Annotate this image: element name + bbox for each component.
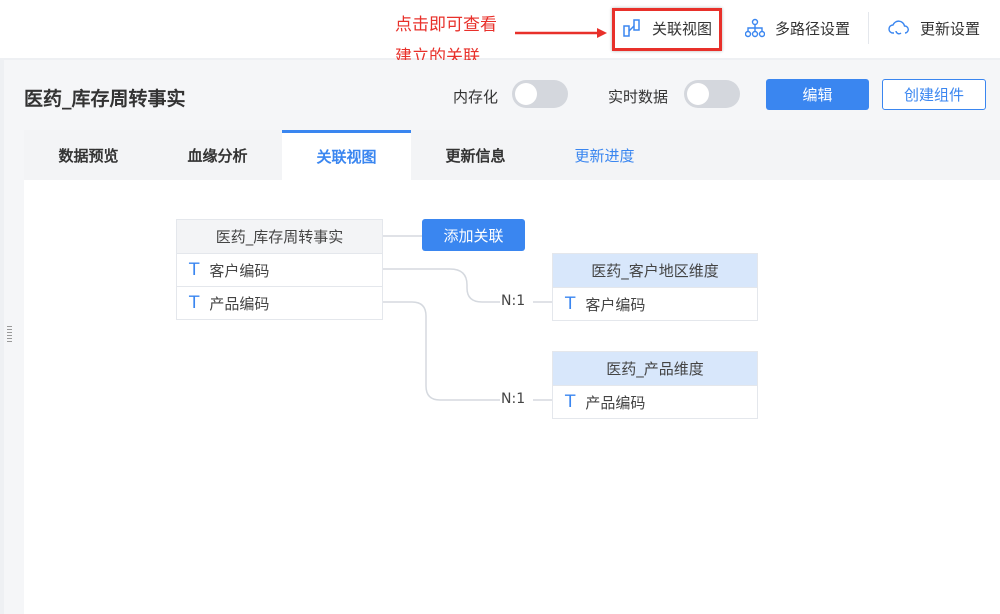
top-toolbar: 点击即可查看 建立的关联 关联视图 多路径设置 更新设置 bbox=[0, 0, 1000, 67]
page-title: 医药_库存周转事实 bbox=[24, 88, 186, 110]
text-type-icon: T bbox=[189, 293, 200, 313]
field-row[interactable]: T 产品编码 bbox=[177, 286, 382, 319]
field-row[interactable]: T 产品编码 bbox=[553, 385, 757, 418]
cloud-refresh-icon bbox=[888, 20, 909, 35]
text-type-icon: T bbox=[565, 392, 576, 412]
cardinality-label: N:1 bbox=[501, 293, 526, 309]
tab-update-info[interactable]: 更新信息 bbox=[445, 146, 506, 165]
field-name: 客户编码 bbox=[585, 295, 646, 314]
tab-data-preview[interactable]: 数据预览 bbox=[58, 146, 119, 165]
tab-update-progress[interactable]: 更新进度 bbox=[574, 146, 635, 165]
annotation-text-1: 点击即可查看 bbox=[395, 15, 497, 35]
text-type-icon: T bbox=[565, 294, 576, 314]
tab-bar: 数据预览 血缘分析 关联视图 更新信息 更新进度 bbox=[24, 130, 1000, 180]
realtime-toggle[interactable] bbox=[684, 80, 740, 108]
related-table-name: 医药_客户地区维度 bbox=[553, 254, 757, 287]
relation-view-label: 关联视图 bbox=[652, 19, 713, 38]
related-table-node[interactable]: 医药_客户地区维度 T 客户编码 bbox=[552, 253, 758, 321]
field-name: 产品编码 bbox=[585, 393, 646, 412]
realtime-label: 实时数据 bbox=[608, 88, 669, 106]
hierarchy-icon bbox=[745, 18, 765, 38]
edit-button[interactable]: 编辑 bbox=[766, 79, 869, 110]
field-row[interactable]: T 客户编码 bbox=[553, 287, 757, 320]
update-settings-label: 更新设置 bbox=[920, 19, 981, 38]
update-settings-button[interactable]: 更新设置 bbox=[888, 16, 980, 40]
main-table-name: 医药_库存周转事实 bbox=[177, 220, 382, 253]
field-name: 产品编码 bbox=[209, 294, 270, 313]
cardinality-label: N:1 bbox=[501, 391, 526, 407]
field-name: 客户编码 bbox=[209, 261, 270, 280]
related-table-node[interactable]: 医药_产品维度 T 产品编码 bbox=[552, 351, 758, 419]
main-table-node[interactable]: 医药_库存周转事实 T 客户编码 T 产品编码 bbox=[176, 219, 383, 320]
text-type-icon: T bbox=[189, 260, 200, 280]
multipath-settings-label: 多路径设置 bbox=[775, 19, 851, 38]
drag-handle-icon[interactable] bbox=[7, 326, 12, 342]
annotation-highlight-box bbox=[612, 8, 722, 51]
in-memory-label: 内存化 bbox=[453, 88, 499, 106]
add-relation-button[interactable]: 添加关联 bbox=[422, 219, 525, 251]
tab-relation-view[interactable]: 关联视图 bbox=[282, 130, 411, 180]
relation-line-1 bbox=[382, 268, 500, 303]
relation-view-icon bbox=[623, 19, 640, 37]
field-row[interactable]: T 客户编码 bbox=[177, 253, 382, 286]
in-memory-toggle[interactable] bbox=[512, 80, 568, 108]
relation-view-button[interactable]: 关联视图 bbox=[622, 16, 712, 40]
related-table-name: 医药_产品维度 bbox=[553, 352, 757, 385]
toolbar-divider bbox=[868, 12, 869, 44]
create-component-button[interactable]: 创建组件 bbox=[882, 79, 986, 110]
relation-line-2 bbox=[382, 301, 500, 401]
multipath-settings-button[interactable]: 多路径设置 bbox=[745, 16, 850, 40]
tab-lineage[interactable]: 血缘分析 bbox=[187, 146, 248, 165]
annotation-arrow-icon bbox=[515, 28, 607, 38]
